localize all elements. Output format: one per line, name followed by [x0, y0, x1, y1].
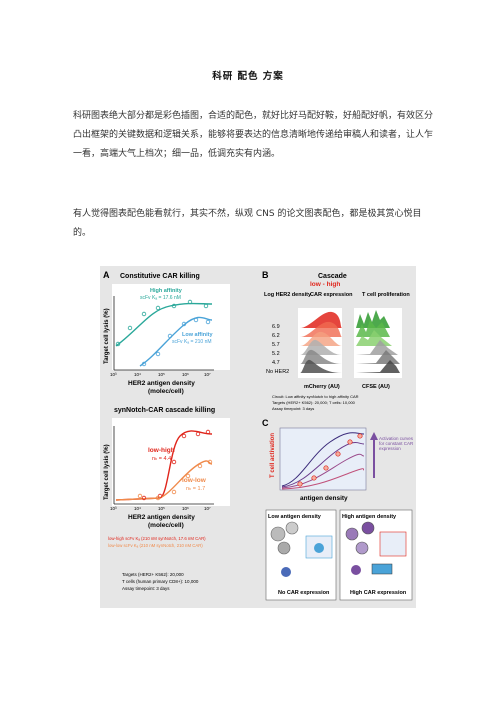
svg-text:5.7: 5.7	[272, 342, 280, 348]
legend-low-high: low-high scFv Kₐ (210 nM synNotch, 17.6 …	[108, 536, 206, 541]
a-top-x-ticks: 10³ 10⁴ 10⁵ 10⁶ 10⁷	[110, 372, 211, 377]
intro-paragraph: 科研图表绝大部分都是彩色插图，合适的配色，就好比好马配好鞍，好船配好帆，有效区分…	[73, 111, 434, 159]
b-xlabel-prolif: CFSE (AU)	[362, 384, 390, 390]
svg-text:6.2: 6.2	[272, 333, 280, 339]
svg-text:6.9: 6.9	[272, 324, 280, 330]
c-ylabel: T cell activation	[270, 433, 276, 478]
high-antigen-label: High antigen density	[342, 514, 397, 520]
svg-text:10⁷: 10⁷	[204, 372, 211, 377]
low-affinity-kd: scFv Kₐ = 210 nM	[172, 339, 212, 345]
c-arrow-head	[370, 432, 378, 440]
b-col-prolif: T cell proliferation	[362, 292, 410, 298]
low-high-points	[141, 429, 211, 501]
svg-text:10⁴: 10⁴	[134, 506, 141, 511]
a-note-timepoint: Assay timepoint: 3 days	[122, 586, 170, 591]
claim-paragraph: 有人觉得图表配色能看就行，其实不然，纵观 CNS 的论文图表配色，都是极其赏心悦…	[73, 209, 422, 238]
panel-a-title-2: synNotch-CAR cascade killing	[114, 407, 215, 414]
c-arrow-text-box: Activation curves for constant CAR expre…	[379, 436, 414, 452]
low-high-label: low-high	[148, 447, 175, 454]
low-affinity-points	[141, 317, 211, 367]
high-car-label: High CAR expression	[350, 590, 407, 596]
scientific-figure: A Constitutive CAR killing High affinity…	[100, 266, 416, 608]
prolif-histograms	[356, 310, 400, 373]
low-low-nh: nₕ = 1.7	[186, 486, 205, 492]
car-histograms	[300, 311, 342, 373]
low-low-points	[137, 459, 213, 501]
svg-text:10³: 10³	[110, 506, 117, 511]
panel-b-subtitle: low - high	[310, 281, 340, 288]
b-note-circuit: Circuit: Low affinity synNotch to high a…	[272, 394, 359, 399]
b-col-density: Log HER2 density	[264, 292, 312, 298]
high-affinity-points	[115, 299, 209, 347]
no-car-label: No CAR expression	[278, 590, 330, 596]
svg-text:No HER2: No HER2	[266, 369, 289, 375]
a-top-xlabel-unit: (molec/cell)	[148, 388, 184, 395]
low-antigen-cells	[270, 521, 333, 577]
legend-low-low: low-low scFv Kₐ (210 nM synNotch, 210 nM…	[108, 543, 203, 548]
activation-curves	[281, 432, 365, 490]
b-note-targets: Targets (HER2+ K562): 20,000; T cells: 1…	[272, 400, 356, 405]
low-affinity-label: Low affinity	[182, 332, 213, 338]
a-note-targets: Targets (HER2+ K562): 20,000	[122, 572, 184, 577]
b-note-timepoint: Assay timepoint: 3 days	[272, 406, 314, 411]
panel-c-label: C	[262, 418, 269, 428]
low-high-nh: nₕ = 4.4	[152, 456, 171, 462]
svg-text:5.2: 5.2	[272, 351, 280, 357]
a-bottom-xlabel: HER2 antigen density	[128, 514, 195, 521]
svg-text:10⁶: 10⁶	[182, 372, 189, 377]
figure-svg: A Constitutive CAR killing High affinity…	[103, 270, 414, 601]
a-top-xlabel: HER2 antigen density	[128, 380, 195, 387]
a-bottom-xlabel-unit: (molec/cell)	[148, 522, 184, 529]
panel-a-label: A	[103, 270, 110, 280]
page-title: 科研 配色 方案	[212, 71, 284, 82]
panel-a-title: Constitutive CAR killing	[120, 273, 200, 280]
svg-text:4.7: 4.7	[272, 360, 280, 366]
low-low-label: low-low	[182, 477, 207, 484]
high-affinity-kd: scFv Kₐ = 17.6 nM	[140, 295, 181, 301]
svg-text:10⁵: 10⁵	[158, 372, 165, 377]
high-affinity-label: High affinity	[150, 288, 183, 294]
panel-b-label: B	[262, 270, 269, 280]
a-bottom-x-ticks: 10³ 10⁴ 10⁵ 10⁶ 10⁷	[110, 506, 211, 511]
c-xlabel: antigen density	[300, 495, 348, 502]
a-note-tcells: T cells (human primary CD8+): 10,000	[122, 579, 199, 584]
a-top-ylabel: Target cell lysis (%)	[104, 308, 110, 364]
c-arrow-text: Activation curves for constant CAR expre…	[379, 436, 414, 452]
panel-b-title: Cascade	[318, 273, 347, 280]
a-bottom-ylabel: Target cell lysis (%)	[104, 444, 110, 500]
b-xlabel-car: mCherry (AU)	[304, 384, 340, 390]
svg-text:10³: 10³	[110, 372, 117, 377]
svg-text:10⁷: 10⁷	[204, 506, 211, 511]
low-antigen-label: Low antigen density	[268, 514, 322, 520]
svg-text:10⁴: 10⁴	[134, 372, 141, 377]
low-high-curve	[115, 430, 213, 501]
svg-text:10⁵: 10⁵	[158, 506, 165, 511]
high-affinity-curve	[115, 302, 213, 347]
b-density-list: 6.9 6.2 5.7 5.2 4.7 No HER2	[266, 324, 289, 375]
svg-text:10⁶: 10⁶	[182, 506, 189, 511]
activation-points	[297, 433, 363, 487]
low-affinity-curve	[139, 316, 213, 367]
low-low-curve	[115, 460, 213, 501]
high-antigen-cells	[345, 521, 407, 575]
b-col-car: CAR expression	[310, 292, 353, 298]
